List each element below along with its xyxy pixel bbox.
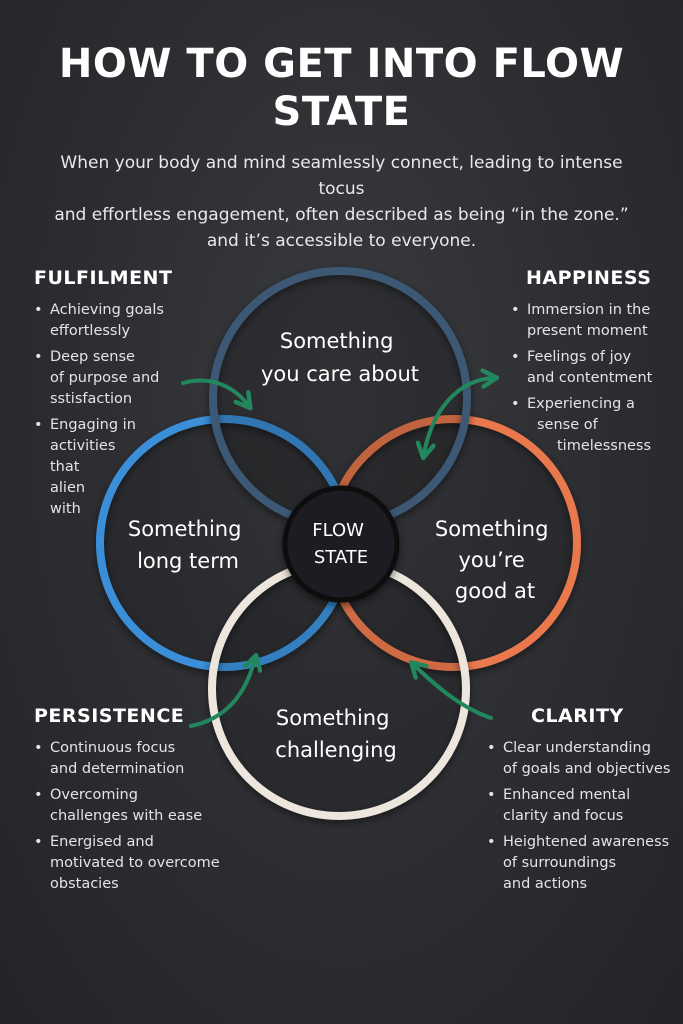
heading-clarity: CLARITY [531, 705, 624, 727]
heading-persistence: PERSISTENCE [34, 705, 185, 727]
list-persistence: Continuous focus and determination Overc… [34, 738, 220, 900]
heading-happiness: HAPPINESS [526, 267, 652, 289]
list-happiness: Immersion in the present moment Feelings… [511, 300, 652, 462]
list-item: Heightened awareness of surroundings and… [487, 832, 670, 895]
list-item: Deep sense of purpose and sstisfaction [34, 347, 164, 410]
title-line-1: HOW TO GET INTO FLOW [58, 41, 625, 87]
label-long-term: Something long term [128, 517, 248, 573]
list-item: Feelings of joy and contentment [511, 347, 652, 389]
arrow-icon [424, 378, 493, 454]
list-item: Continuous focus and determination [34, 738, 220, 780]
intro-line-2: and effortless engagement, often describ… [54, 205, 629, 225]
list-item: Achieving goals effortlessly [34, 300, 164, 342]
flow-state-label: FLOW STATE [312, 520, 369, 568]
page-title: HOW TO GET INTO FLOW STATE [0, 40, 683, 136]
list-item: Engaging in activities that alien with [34, 415, 164, 520]
list-fulfilment: Achieving goals effortlessly Deep sense … [34, 300, 164, 525]
list-item: Overcoming challenges with ease [34, 785, 220, 827]
heading-fulfilment: FULFILMENT [34, 267, 173, 289]
list-item: Energised and motivated to overcome obst… [34, 832, 220, 895]
intro-line-3: and it’s accessible to everyone. [206, 231, 477, 251]
arrow-icon [414, 665, 493, 720]
arrow-icon [181, 378, 248, 405]
intro-line-1: When your body and mind seamlessly conne… [60, 153, 623, 199]
flow-state-badge [282, 485, 400, 603]
label-care-about: Something you care about [261, 329, 419, 386]
list-item: Clear understanding of goals and objecti… [487, 738, 670, 780]
list-clarity: Clear understanding of goals and objecti… [487, 738, 670, 900]
intro-text: When your body and mind seamlessly conne… [40, 150, 643, 254]
label-challenging: Something challenging [275, 706, 396, 762]
label-good-at: Something you’re good at [435, 517, 555, 603]
list-item: Experiencing a sense of timelessness [511, 394, 652, 457]
list-item: Immersion in the present moment [511, 300, 652, 342]
arrow-icon [189, 659, 255, 728]
title-line-2: STATE [272, 89, 411, 135]
list-item: Enhanced mental clarity and focus [487, 785, 670, 827]
